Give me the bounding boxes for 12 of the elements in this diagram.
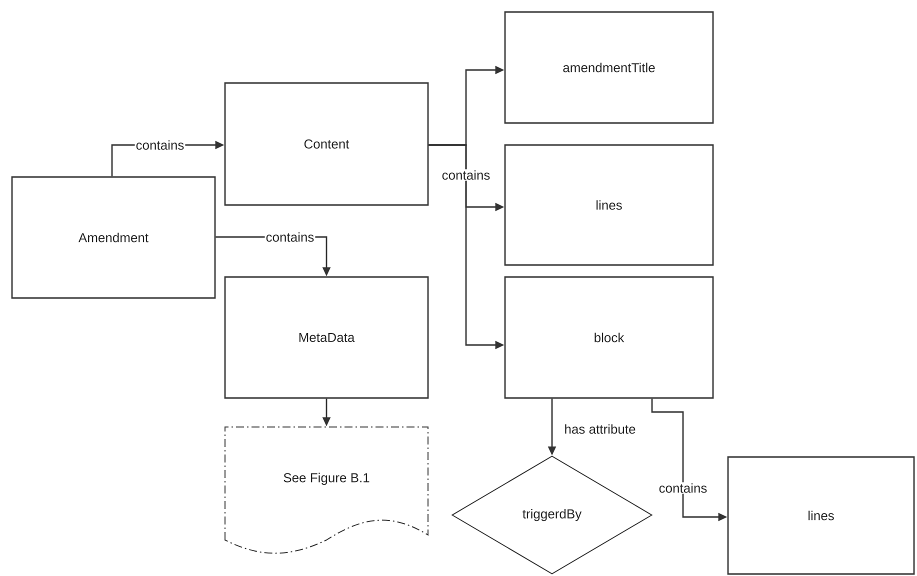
edge-label: contains [658,482,708,494]
entity-box: Amendment [11,176,216,299]
entity-box: block [504,276,714,399]
entity-box: MetaData [224,276,429,399]
edge-label: contains [134,139,186,151]
edge-label: has attribute [563,423,637,435]
entity-box: lines [504,144,714,266]
entity-box: Content [224,82,429,206]
edge-label: contains [440,169,492,181]
entity-box: lines [727,456,915,575]
edge-label: contains [264,231,316,243]
entity-box: amendmentTitle [504,11,714,124]
